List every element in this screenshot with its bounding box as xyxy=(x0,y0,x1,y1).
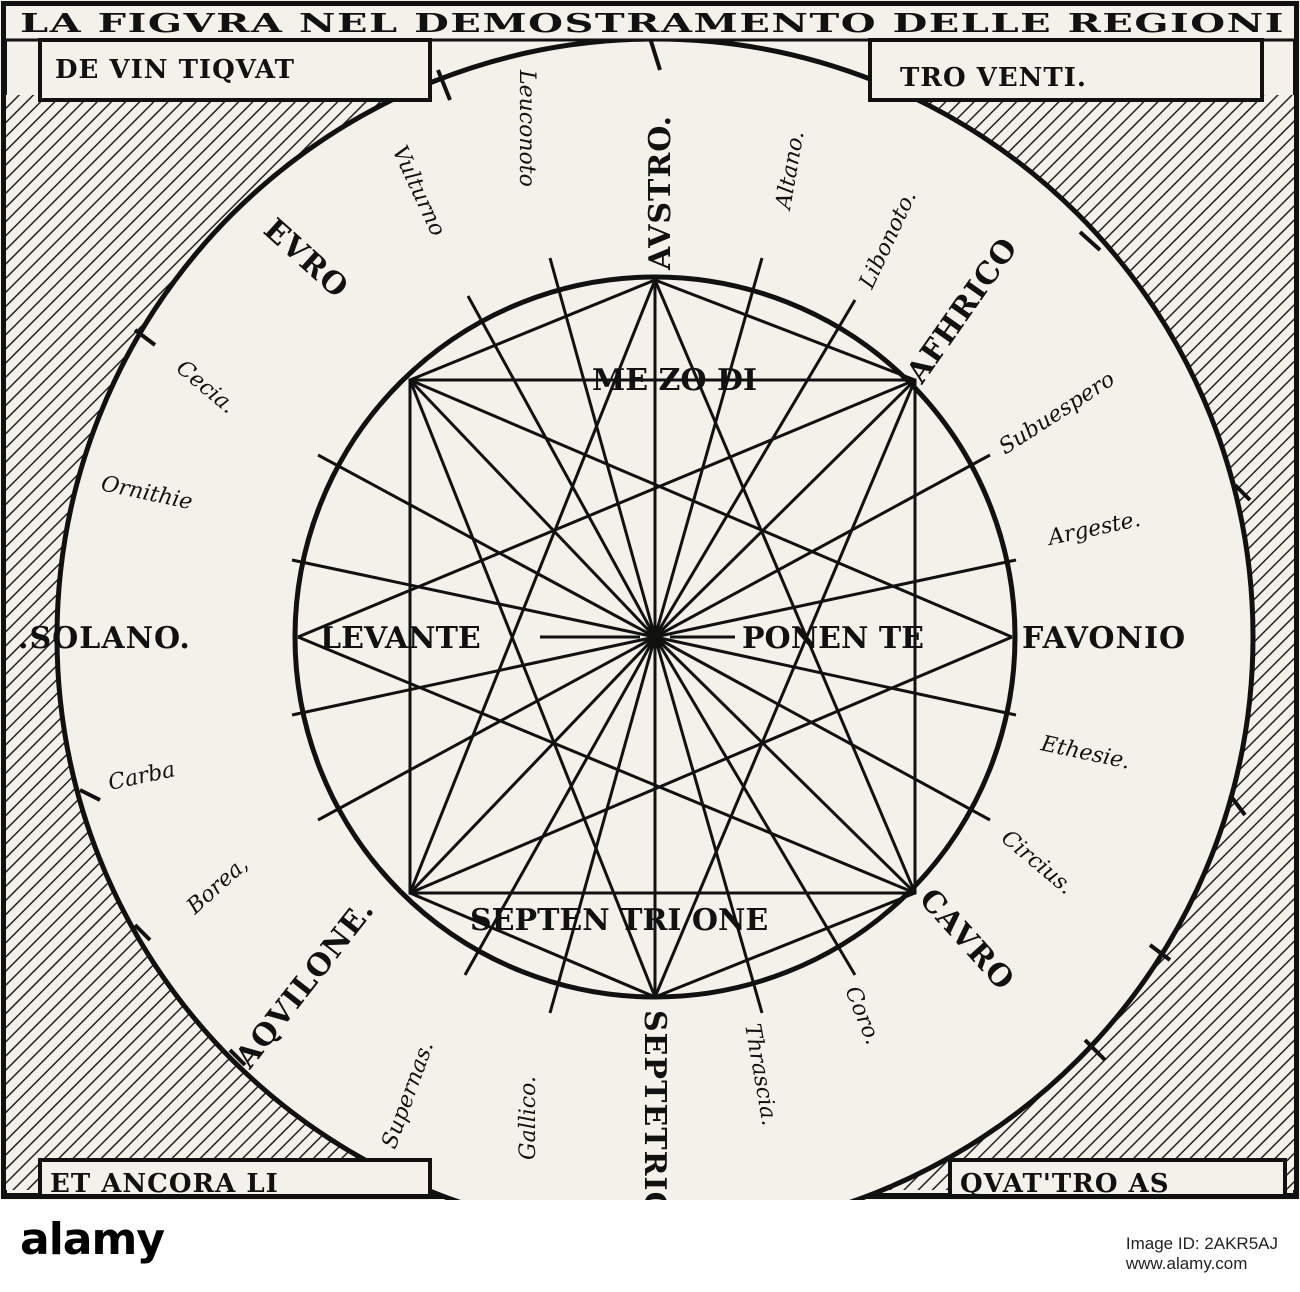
footer-left-text: ET ANCORA LI xyxy=(50,1169,279,1199)
header-line1: LA FIGVRA NEL DEMOSTRAMENTO DELLE REGION… xyxy=(20,9,1285,39)
label-mezodi: ME ZO DI xyxy=(592,363,757,398)
image-id-text: Image ID: 2AKR5AJ www.alamy.com xyxy=(1126,1234,1278,1274)
footer-right-text: QVAT'TRO AS xyxy=(960,1169,1169,1199)
center-point xyxy=(649,631,661,643)
wind-rose-svg: LA FIGVRA NEL DEMOSTRAMENTO DELLE REGION… xyxy=(1,1,1299,1200)
woodcut-diagram: LA FIGVRA NEL DEMOSTRAMENTO DELLE REGION… xyxy=(0,0,1300,1200)
footer-right-box xyxy=(948,1158,1287,1198)
wind-radials xyxy=(291,257,1017,1014)
footer-left-box xyxy=(38,1158,432,1198)
label-austro: AVSTRO. xyxy=(643,115,678,271)
label-leuconoto: Leuconoto xyxy=(514,69,539,187)
header-line2-right: TRO VENTI. xyxy=(900,63,1087,93)
outer-ticks xyxy=(79,37,1252,1067)
image-id: Image ID: 2AKR5AJ xyxy=(1125,1234,1278,1253)
header-line1-band xyxy=(6,6,1294,40)
site-url[interactable]: www.alamy.com xyxy=(1125,1254,1248,1273)
label-septetrionale: SEPTETRIONALE xyxy=(637,1010,672,1200)
label-septentrione: SEPTEN TRI ONE xyxy=(470,903,768,938)
label-favonio: FAVONIO xyxy=(1022,621,1186,656)
label-levante: LEVANTE xyxy=(320,621,481,656)
footer-spacer xyxy=(430,1200,870,1292)
label-ponente: PONEN TE xyxy=(742,621,924,656)
header-line2-left: DE VIN TIQVAT xyxy=(55,55,295,85)
star-polygon xyxy=(297,278,1013,999)
brand-logo[interactable]: alamy xyxy=(20,1214,165,1265)
stock-footer: alamy Image ID: 2AKR5AJ www.alamy.com xyxy=(0,1200,1300,1292)
label-solano: .SOLANO. xyxy=(18,621,191,656)
label-gallico: Gallico. xyxy=(516,1076,541,1160)
